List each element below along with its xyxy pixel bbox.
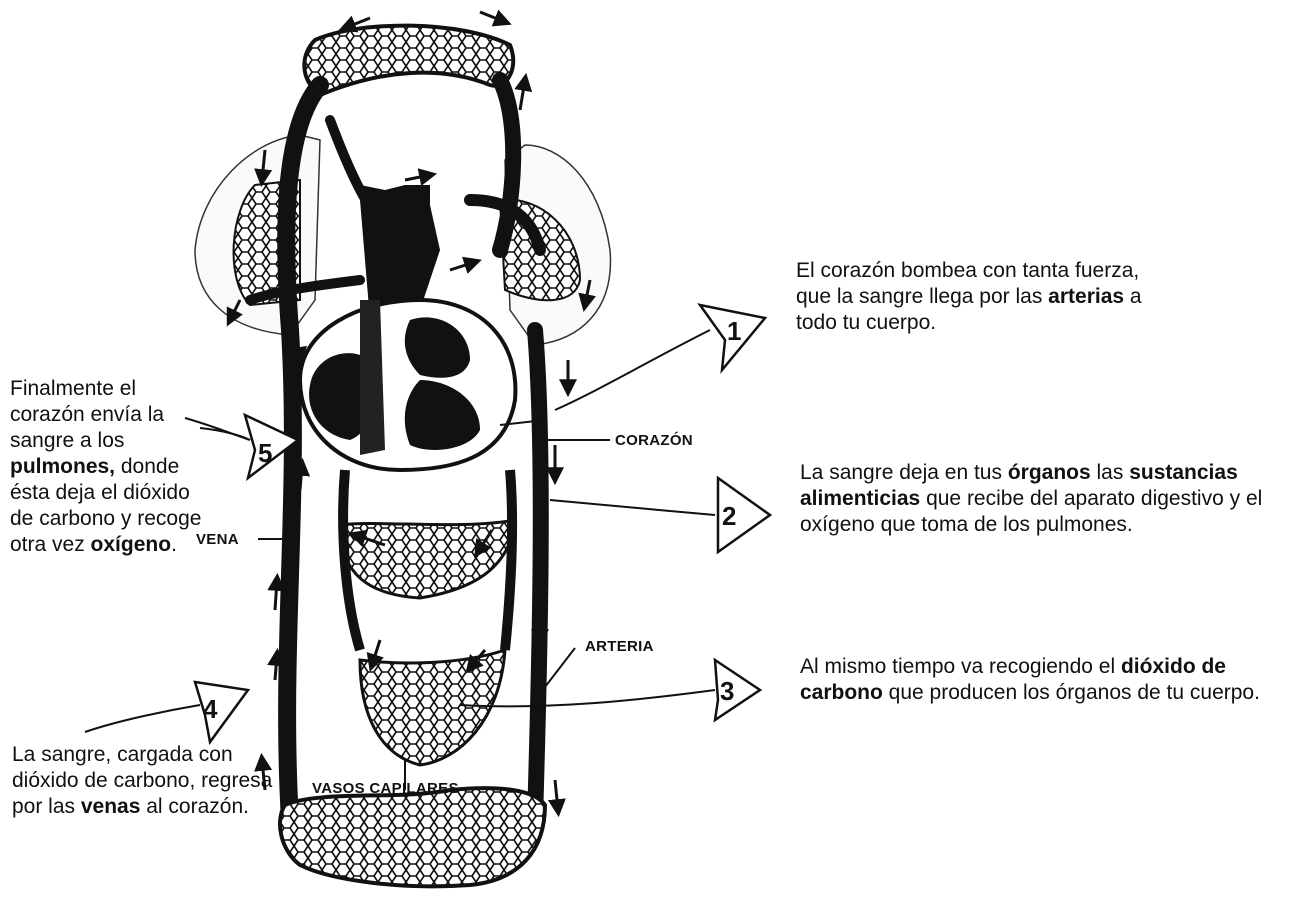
step-number-4: 4 bbox=[203, 694, 218, 724]
artery-label: ARTERIA bbox=[585, 638, 654, 655]
step-4-text: La sangre, cargada con dióxido de carbon… bbox=[12, 742, 287, 820]
heart bbox=[300, 300, 515, 470]
capillaries-label: VASOS CAPILARES bbox=[312, 780, 459, 797]
step-3-text: Al mismo tiempo va recogiendo el dióxido… bbox=[800, 654, 1270, 706]
upper-capillary-bed bbox=[304, 26, 513, 95]
organ-capillary-bed-1 bbox=[340, 520, 515, 598]
arrow-3: 3 bbox=[460, 660, 760, 720]
step-number-2: 2 bbox=[722, 501, 736, 531]
arrow-4: 4 bbox=[85, 682, 248, 742]
left-lung bbox=[195, 135, 320, 335]
step-number-5: 5 bbox=[258, 438, 272, 468]
step-number-1: 1 bbox=[727, 316, 741, 346]
arrow-2: 2 bbox=[550, 478, 770, 552]
lower-capillary-bed bbox=[280, 788, 545, 886]
organ-capillary-bed-2 bbox=[360, 650, 505, 765]
step-1-text: El corazón bombea con tanta fuerza, que … bbox=[796, 258, 1176, 336]
step-2-text: La sangre deja en tus órganos las sustan… bbox=[800, 460, 1270, 538]
step-5-text: Finalmente el corazón envía la sangre a … bbox=[10, 376, 215, 558]
heart-label: CORAZÓN bbox=[615, 432, 693, 449]
step-number-3: 3 bbox=[720, 676, 734, 706]
